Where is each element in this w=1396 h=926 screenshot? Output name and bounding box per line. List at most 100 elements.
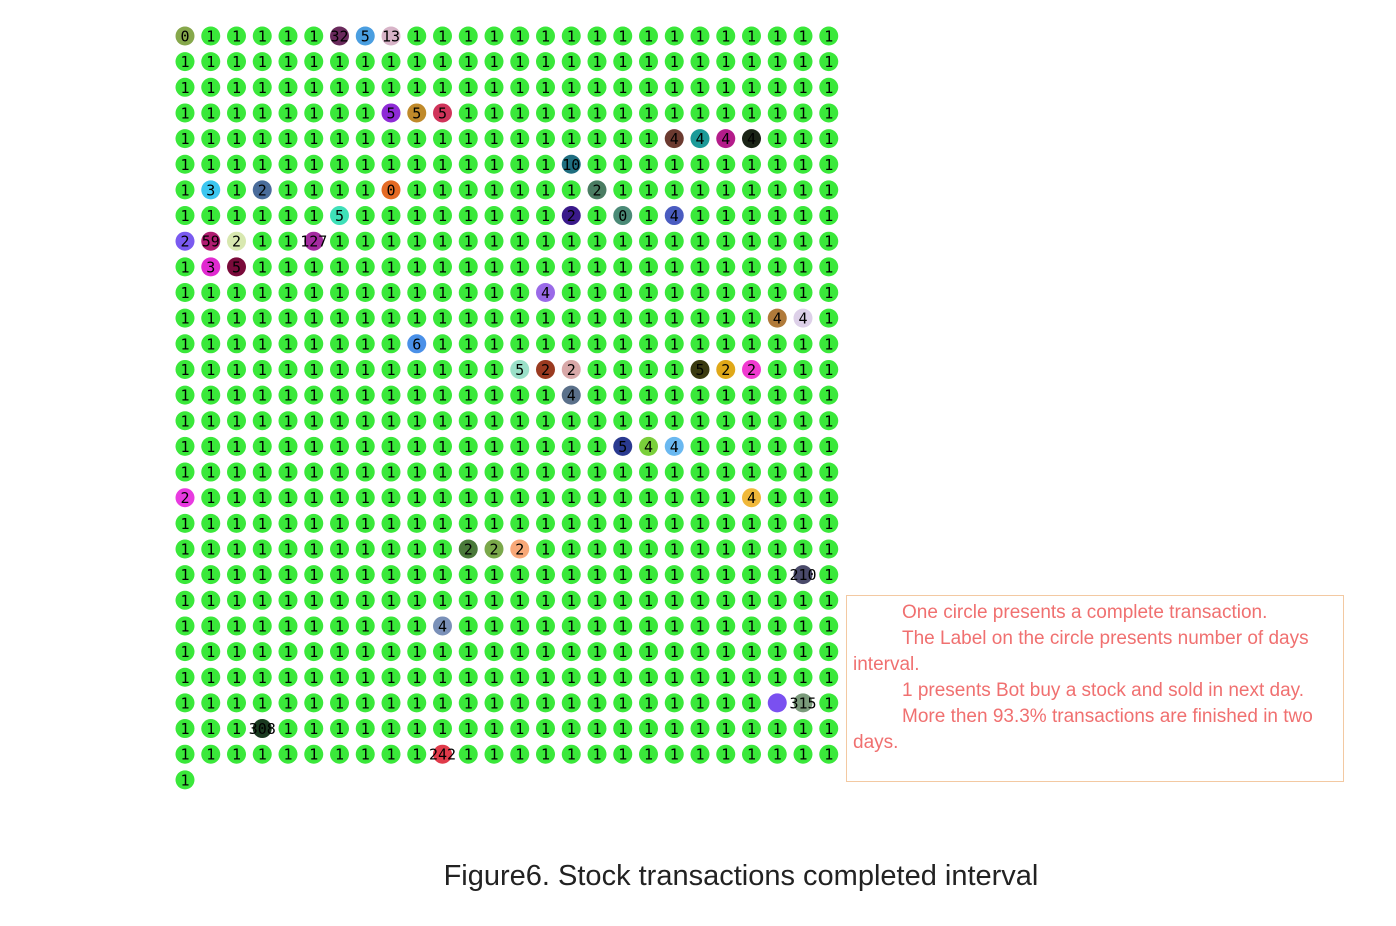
transaction-interval-label: 1 [386, 643, 395, 661]
transaction-interval-label: 1 [489, 617, 498, 635]
transaction-circle [175, 744, 195, 764]
transaction-circle [819, 616, 839, 636]
transaction-interval-label: 1 [773, 104, 782, 122]
transaction-interval-label: 1 [515, 746, 524, 764]
transaction-circle [355, 513, 375, 533]
transaction-circle [664, 257, 684, 277]
transaction-circle [433, 206, 452, 226]
transaction-interval-label: 1 [309, 335, 318, 353]
transaction-interval-label: 1 [721, 541, 730, 559]
transaction-circle [201, 334, 221, 354]
transaction-circle [613, 667, 633, 687]
transaction-circle [201, 642, 221, 662]
transaction-circle [664, 77, 684, 97]
transaction-interval-label: 1 [773, 592, 782, 610]
transaction-circle [227, 206, 246, 226]
transaction-interval-label: 1 [232, 181, 241, 199]
transaction-interval-label: 1 [747, 720, 756, 738]
transaction-circle [252, 513, 272, 533]
transaction-circle [407, 590, 427, 610]
transaction-interval-label: 1 [515, 515, 524, 533]
transaction-circle [613, 334, 633, 354]
transaction-interval-label: 1 [592, 130, 601, 148]
transaction-circle [587, 154, 607, 174]
transaction-interval-label: 1 [180, 464, 189, 482]
transaction-circle [742, 26, 761, 46]
transaction-interval-label: 1 [695, 233, 704, 251]
transaction-interval-label: 1 [644, 720, 653, 738]
transaction-circle [252, 565, 272, 585]
transaction-interval-label: 1 [489, 515, 498, 533]
transaction-circle [793, 77, 813, 97]
transaction-circle [227, 257, 246, 277]
transaction-circle [278, 206, 298, 226]
transaction-circle [458, 231, 478, 251]
transaction-interval-label: 1 [464, 104, 473, 122]
transaction-interval-label: 1 [695, 617, 704, 635]
transaction-circle [407, 616, 427, 636]
transaction-circle [201, 359, 221, 379]
transaction-interval-label: 1 [258, 387, 267, 405]
transaction-circle [227, 411, 246, 431]
transaction-circle [742, 308, 761, 328]
transaction-circle [407, 513, 427, 533]
transaction-circle [227, 180, 246, 200]
transaction-circle [252, 308, 272, 328]
transaction-interval-label: 1 [464, 746, 473, 764]
transaction-circle [458, 103, 478, 123]
transaction-interval-label: 1 [464, 258, 473, 276]
transaction-interval-label: 1 [232, 412, 241, 430]
transaction-interval-label: 1 [412, 489, 421, 507]
transaction-circle [690, 565, 710, 585]
transaction-circle [639, 129, 658, 149]
transaction-circle [381, 693, 401, 713]
transaction-interval-label: 1 [721, 566, 730, 584]
transaction-interval-label: 1 [464, 361, 473, 379]
transaction-interval-label: 1 [206, 438, 215, 456]
transaction-interval-label: 13 [382, 28, 400, 46]
transaction-circle [381, 590, 401, 610]
transaction-circle [536, 206, 555, 226]
transaction-circle [304, 411, 324, 431]
transaction-circle [510, 488, 530, 508]
transaction-interval-label: 1 [695, 746, 704, 764]
transaction-circle [561, 180, 581, 200]
transaction-circle [252, 590, 272, 610]
transaction-interval-label: 1 [515, 592, 524, 610]
transaction-interval-label: 1 [464, 310, 473, 328]
transaction-interval-label: 5 [412, 104, 421, 122]
transaction-circle [381, 129, 401, 149]
transaction-circle [613, 488, 633, 508]
transaction-interval-label: 1 [747, 335, 756, 353]
transaction-circle [433, 52, 452, 72]
transaction-circle [510, 129, 530, 149]
transaction-circle [252, 129, 272, 149]
transaction-circle [767, 693, 787, 713]
transaction-interval-label: 1 [489, 464, 498, 482]
transaction-circle [587, 565, 607, 585]
transaction-circle [767, 154, 787, 174]
transaction-interval-label: 1 [361, 104, 370, 122]
transaction-interval-label: 1 [283, 720, 292, 738]
transaction-interval-label: 1 [644, 566, 653, 584]
transaction-circle [561, 693, 581, 713]
transaction-circle [716, 129, 736, 149]
transaction-circle [407, 154, 427, 174]
transaction-circle [458, 616, 478, 636]
transaction-circle [587, 744, 607, 764]
transaction-circle [330, 488, 349, 508]
transaction-circle [175, 565, 195, 585]
transaction-interval-label: 1 [361, 387, 370, 405]
transaction-interval-label: 1 [670, 104, 679, 122]
transaction-interval-label: 1 [309, 464, 318, 482]
transaction-interval-label: 1 [747, 464, 756, 482]
transaction-interval-label: 1 [335, 387, 344, 405]
transaction-circle [767, 616, 787, 636]
transaction-circle [819, 590, 839, 610]
transaction-circle [201, 616, 221, 636]
transaction-interval-label: 1 [232, 284, 241, 302]
transaction-interval-label: 1 [438, 720, 447, 738]
transaction-circle [510, 642, 530, 662]
transaction-circle [793, 565, 813, 585]
transaction-interval-label: 1 [798, 28, 807, 46]
